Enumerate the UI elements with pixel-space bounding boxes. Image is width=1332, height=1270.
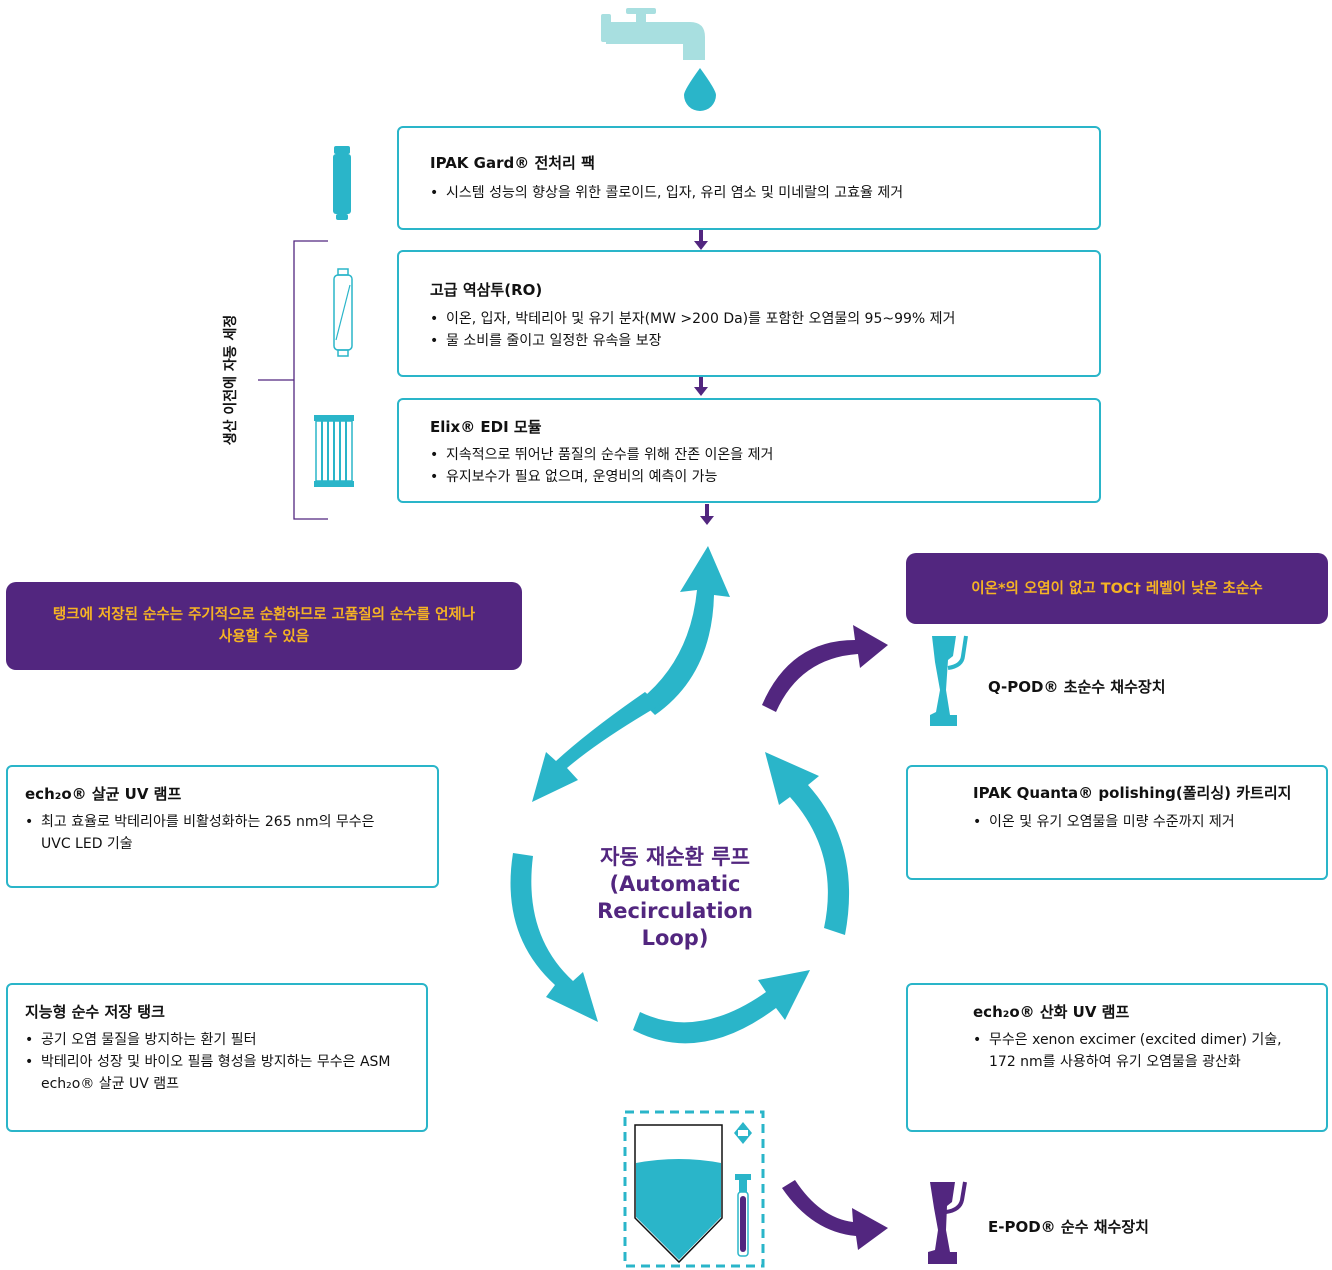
box-bullets: 공기 오염 물질을 방지하는 환기 필터 박테리아 성장 및 바이오 필름 형성… (25, 1029, 405, 1095)
loop-label-line: Loop) (641, 926, 709, 950)
box-bullets: 최고 효율로 박테리아를 비활성화하는 265 nm의 무수은 UVC LED … (25, 811, 390, 855)
dispenser-icon (930, 635, 968, 726)
loop-label-line: Recirculation (597, 899, 753, 923)
flow-arrow (694, 229, 708, 250)
loop-label: 자동 재순환 루프 (Automatic Recirculation Loop) (560, 844, 790, 952)
bracket (258, 240, 328, 520)
qpod-label: Q-POD® 초순수 채수장치 (988, 678, 1166, 696)
step-ipak-gard: IPAK Gard® 전처리 팩 시스템 성능의 향상을 위한 콜로이드, 입자… (397, 126, 1101, 230)
dispenser-icon (928, 1181, 967, 1264)
ro-cartridge-icon (333, 268, 353, 357)
bullet: 박테리아 성장 및 바이오 필름 형성을 방지하는 무수은 ASM ech₂o®… (25, 1051, 405, 1095)
step-title: Elix® EDI 모듈 (430, 418, 542, 436)
ultrapure-banner: 이온*의 오염이 없고 TOC† 레벨이 낮은 초순수 (906, 553, 1328, 624)
box-bullets: 이온 및 유기 오염물을 미량 수준까지 제거 (973, 811, 1313, 833)
bullet: 유지보수가 필요 없으며, 운영비의 예측이 가능 (430, 466, 1080, 488)
dispense-arrow (782, 1180, 888, 1250)
bullet: 물 소비를 줄이고 일정한 유속을 보장 (430, 330, 1080, 352)
bullet: 공기 오염 물질을 방지하는 환기 필터 (25, 1029, 405, 1051)
loop-label-line: 자동 재순환 루프 (600, 845, 750, 869)
box-title: 지능형 순수 저장 탱크 (25, 1003, 165, 1021)
edi-module-icon (314, 415, 354, 487)
bullet: 이온 및 유기 오염물을 미량 수준까지 제거 (973, 811, 1313, 833)
recirculation-banner: 탱크에 저장된 순수는 주기적으로 순환하므로 고품질의 순수를 언제나 사용할… (6, 582, 522, 670)
storage-tank-box: 지능형 순수 저장 탱크 공기 오염 물질을 방지하는 환기 필터 박테리아 성… (6, 983, 428, 1132)
polishing-cartridge-box: IPAK Quanta® polishing(폴리싱) 카트리지 이온 및 유기… (906, 765, 1328, 880)
banner-text: 탱크에 저장된 순수는 주기적으로 순환하므로 고품질의 순수를 언제나 사용할… (52, 607, 476, 645)
box-bullets: 무수은 xenon excimer (excited dimer) 기술, 17… (973, 1029, 1303, 1073)
bullet: 이온, 입자, 박테리아 및 유기 분자(MW >200 Da)를 포함한 오염… (430, 308, 1080, 330)
flow-arrow (694, 376, 708, 396)
loop-label-line: (Automatic (609, 872, 741, 896)
step-edi: Elix® EDI 모듈 지속적으로 뛰어난 품질의 순수를 위해 잔존 이온을… (397, 398, 1101, 503)
box-title: IPAK Quanta® polishing(폴리싱) 카트리지 (973, 784, 1292, 802)
bullet: 지속적으로 뛰어난 품질의 순수를 위해 잔존 이온을 제거 (430, 444, 1080, 466)
step-bullets: 이온, 입자, 박테리아 및 유기 분자(MW >200 Da)를 포함한 오염… (430, 308, 1080, 352)
epod-label: E-POD® 순수 채수장치 (988, 1218, 1149, 1236)
bullet: 시스템 성능의 향상을 위한 콜로이드, 입자, 유리 염소 및 미네랄의 고효… (430, 182, 1080, 204)
loop-arrows (510, 546, 850, 1044)
step-ro: 고급 역삼투(RO) 이온, 입자, 박테리아 및 유기 분자(MW >200 … (397, 250, 1101, 377)
box-title: ech₂o® 산화 UV 램프 (973, 1003, 1130, 1021)
step-title: IPAK Gard® 전처리 팩 (430, 154, 595, 172)
faucet-icon (601, 8, 705, 60)
storage-tank-icon (623, 1110, 765, 1268)
step-bullets: 지속적으로 뛰어난 품질의 순수를 위해 잔존 이온을 제거 유지보수가 필요 … (430, 444, 1080, 488)
bullet: 무수은 xenon excimer (excited dimer) 기술, 17… (973, 1029, 1303, 1073)
sanitizing-uv-lamp-box: ech₂o® 살균 UV 램프 최고 효율로 박테리아를 비활성화하는 265 … (6, 765, 439, 888)
step-bullets: 시스템 성능의 향상을 위한 콜로이드, 입자, 유리 염소 및 미네랄의 고효… (430, 182, 1080, 204)
water-drop-icon (684, 68, 716, 111)
bullet: 최고 효율로 박테리아를 비활성화하는 265 nm의 무수은 UVC LED … (25, 811, 390, 855)
banner-text: 이온*의 오염이 없고 TOC† 레벨이 낮은 초순수 (971, 580, 1263, 597)
flow-arrow (700, 504, 714, 525)
box-title: ech₂o® 살균 UV 램프 (25, 785, 182, 803)
side-label: 생산 이전에 자동 세정 (223, 314, 239, 446)
dispense-arrow (762, 625, 888, 712)
oxidation-uv-lamp-box: ech₂o® 산화 UV 램프 무수은 xenon excimer (excit… (906, 983, 1328, 1132)
step-title: 고급 역삼투(RO) (430, 281, 543, 299)
pretreatment-cartridge-icon (333, 146, 351, 220)
